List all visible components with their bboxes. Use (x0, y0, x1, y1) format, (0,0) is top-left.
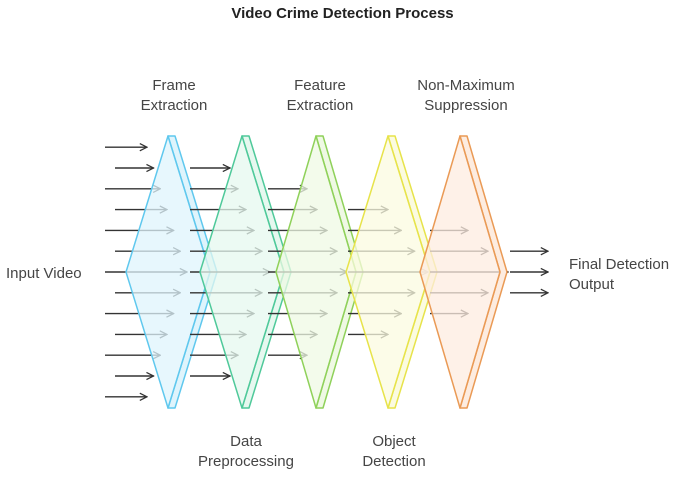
stage-label-line: Feature (294, 77, 346, 94)
stage-label-object-detection: Object Detection (362, 432, 425, 472)
final-output-label-line-1: Final Detection (569, 256, 670, 273)
stage-chevron-5 (419, 135, 508, 409)
stage-label-line: Extraction (140, 97, 208, 114)
diagram-title: Video Crime Detection Process (231, 5, 454, 22)
stage-label-frame-extraction: Frame Extraction (141, 76, 208, 116)
final-output-label-line-2: Output (569, 276, 615, 293)
stage-chevron-face (419, 135, 501, 409)
stage-label-line: Frame (152, 77, 196, 94)
stage-chevron-face (345, 135, 431, 409)
stage-label-data-preprocessing: Data Preprocessing (198, 432, 294, 472)
stage-label-line: Preprocessing (198, 453, 294, 470)
stage-label-line: Extraction (286, 97, 354, 114)
stage-label-line: Data (230, 433, 262, 450)
stage-label-line: Suppression (424, 97, 508, 114)
input-video-label: Input Video (6, 265, 82, 282)
arrow-group-6 (510, 251, 548, 293)
stage-label-line: Object (372, 433, 416, 450)
final-output-label: Final Detection Output (569, 255, 669, 295)
stage-chevron-face (125, 135, 211, 409)
stage-label-feature-extraction: Feature Extraction (287, 76, 354, 116)
stage-chevron-face (275, 135, 357, 409)
stage-label-line: Non-Maximum (417, 77, 515, 94)
stage-label-line: Detection (362, 453, 426, 470)
stage-chevron-face (199, 135, 285, 409)
stage-label-non-maximum-suppression: Non-Maximum Suppression (417, 76, 515, 116)
